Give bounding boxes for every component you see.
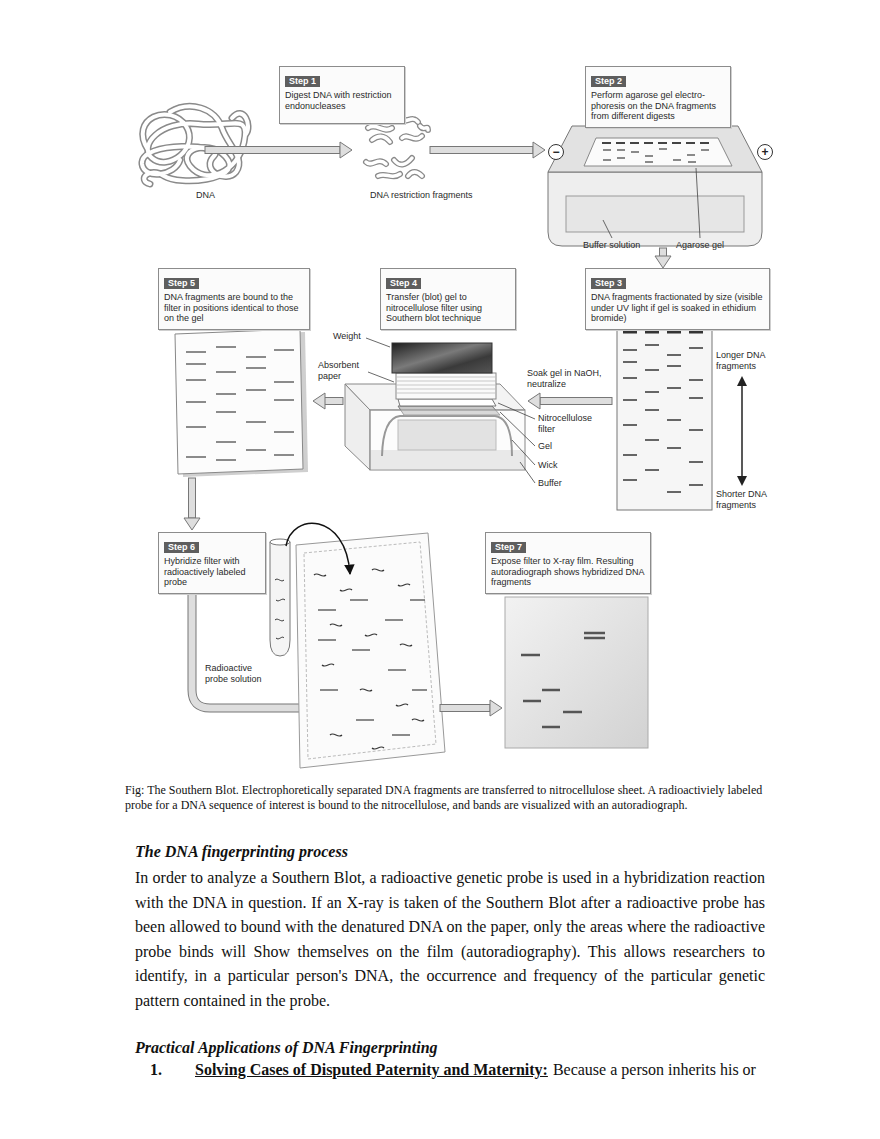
process-arrow	[430, 147, 533, 154]
paper-sheets	[396, 377, 496, 393]
tank-body	[548, 172, 762, 246]
bag-seal	[304, 542, 436, 759]
section-heading: The DNA fingerprinting process	[135, 842, 348, 862]
dna-bands	[623, 345, 703, 492]
part-label: Nitrocellulose filter	[538, 413, 608, 434]
arrow-head	[737, 476, 747, 486]
tray-front	[370, 410, 525, 470]
hybridization-bag	[296, 533, 445, 768]
leader-line	[520, 462, 535, 483]
step-box: Step 1 Digest DNA with restriction endonu…	[279, 66, 405, 124]
part-label: Wick	[538, 460, 558, 471]
test-tube	[270, 542, 290, 656]
absorbent-paper	[396, 373, 496, 399]
step-text: Perform agarose gel electro- phoresis on…	[591, 90, 725, 122]
step-box: Step 2 Perform agarose gel electro- phore…	[585, 66, 731, 128]
nitrocellulose-filter	[175, 329, 303, 474]
probe-molecules	[314, 569, 424, 749]
part-label: Shorter DNA fragments	[716, 489, 776, 510]
arrow-head	[533, 142, 545, 158]
list-item-heading: Solving Cases of Disputed Paternity and …	[195, 1060, 548, 1080]
process-arrow	[440, 705, 490, 712]
leader-line	[366, 338, 390, 347]
step-heading: Step 2	[591, 76, 626, 87]
x-ray-film	[505, 597, 648, 748]
step-text: DNA fragments fractionated by size (visi…	[591, 292, 764, 324]
section-heading: Practical Applications of DNA Fingerprin…	[135, 1038, 438, 1058]
dna-fragment	[366, 118, 428, 176]
nitrocellulose-layer	[398, 399, 496, 406]
step-text: Transfer (blot) gel to nitrocellulose fi…	[386, 292, 510, 324]
step-text: DNA fragments are bound to the filter in…	[164, 292, 304, 324]
part-label: Radioactive probe solution	[205, 663, 277, 684]
step-box: Step 3 DNA fragments fractionated by size…	[585, 268, 770, 330]
arrow-head	[490, 700, 502, 716]
list-number: 1.	[150, 1060, 162, 1080]
list-item-text: Because a person inherits his or	[553, 1060, 756, 1080]
dna-strand	[142, 106, 248, 176]
arrow-head	[528, 393, 540, 409]
dna-bands	[186, 347, 294, 460]
fragment-outline	[366, 118, 428, 176]
part-label: DNA	[196, 190, 215, 201]
step-heading: Step 7	[491, 542, 526, 553]
step-heading: Step 5	[164, 278, 199, 289]
step-text: Hybridize filter with radioactively labe…	[164, 556, 260, 588]
part-label: Agarose gel	[676, 240, 724, 251]
step-text: Digest DNA with restriction endonuclease…	[285, 90, 399, 111]
anode	[758, 145, 773, 160]
step-box: Step 4 Transfer (blot) gel to nitrocellul…	[380, 268, 516, 330]
leader-line	[500, 412, 535, 446]
figure-caption: Fig: The Southern Blot. Electrophoretica…	[125, 783, 775, 812]
weight	[392, 343, 492, 373]
autoradiograph-bands	[521, 633, 605, 727]
part-label: Longer DNA fragments	[716, 350, 776, 371]
step-heading: Step 1	[285, 76, 320, 87]
arrow-head	[313, 393, 325, 409]
step-box: Step 5 DNA fragments are bound to the fil…	[158, 268, 310, 330]
process-arrow	[540, 398, 612, 405]
fractionated-gel	[617, 326, 712, 510]
process-arrow	[205, 147, 340, 154]
leader-line	[498, 403, 535, 419]
gel-wells	[623, 331, 703, 334]
leader-line	[512, 440, 535, 465]
dna-bands	[318, 600, 427, 735]
step-heading: Step 3	[591, 278, 626, 289]
electrode-sign: +	[758, 145, 772, 159]
step-box: Step 7 Expose filter to X-ray film. Resul…	[485, 532, 651, 594]
arrow-head	[737, 376, 747, 386]
step-text: Expose filter to X-ray film. Resulting a…	[491, 556, 645, 588]
gel-bands	[603, 149, 709, 162]
leader-line	[368, 372, 394, 382]
cathode	[549, 145, 564, 160]
electrode-sign: −	[549, 145, 563, 159]
size-arrow	[741, 384, 743, 478]
part-label: Gel	[538, 441, 552, 452]
note-label: Soak gel in NaOH, neutralize	[527, 368, 615, 389]
part-label: DNA restriction fragments	[370, 190, 473, 201]
part-label: Weight	[333, 331, 361, 342]
process-arrow	[324, 398, 343, 405]
buffer-solution	[566, 196, 744, 232]
part-label: Absorbent paper	[318, 360, 366, 381]
step-heading: Step 4	[386, 278, 421, 289]
agarose-gel-slab	[584, 138, 732, 166]
step-box: Step 6 Hybridize filter with radioactivel…	[158, 532, 266, 594]
part-label: Buffer	[538, 478, 562, 489]
arrow-head	[340, 142, 352, 158]
arrow-head	[184, 518, 200, 530]
pour-arrow	[286, 523, 350, 574]
part-label: Buffer solution	[583, 240, 640, 251]
process-arrow	[189, 478, 196, 518]
arrow-head	[655, 256, 671, 268]
leader-line	[696, 168, 700, 238]
probe-molecules	[275, 579, 285, 639]
step-heading: Step 6	[164, 542, 199, 553]
body-paragraph: In order to analyze a Southern Blot, a r…	[135, 866, 765, 1013]
tank-top	[548, 126, 762, 172]
gel-wells	[602, 142, 709, 144]
leader-line	[603, 220, 612, 238]
